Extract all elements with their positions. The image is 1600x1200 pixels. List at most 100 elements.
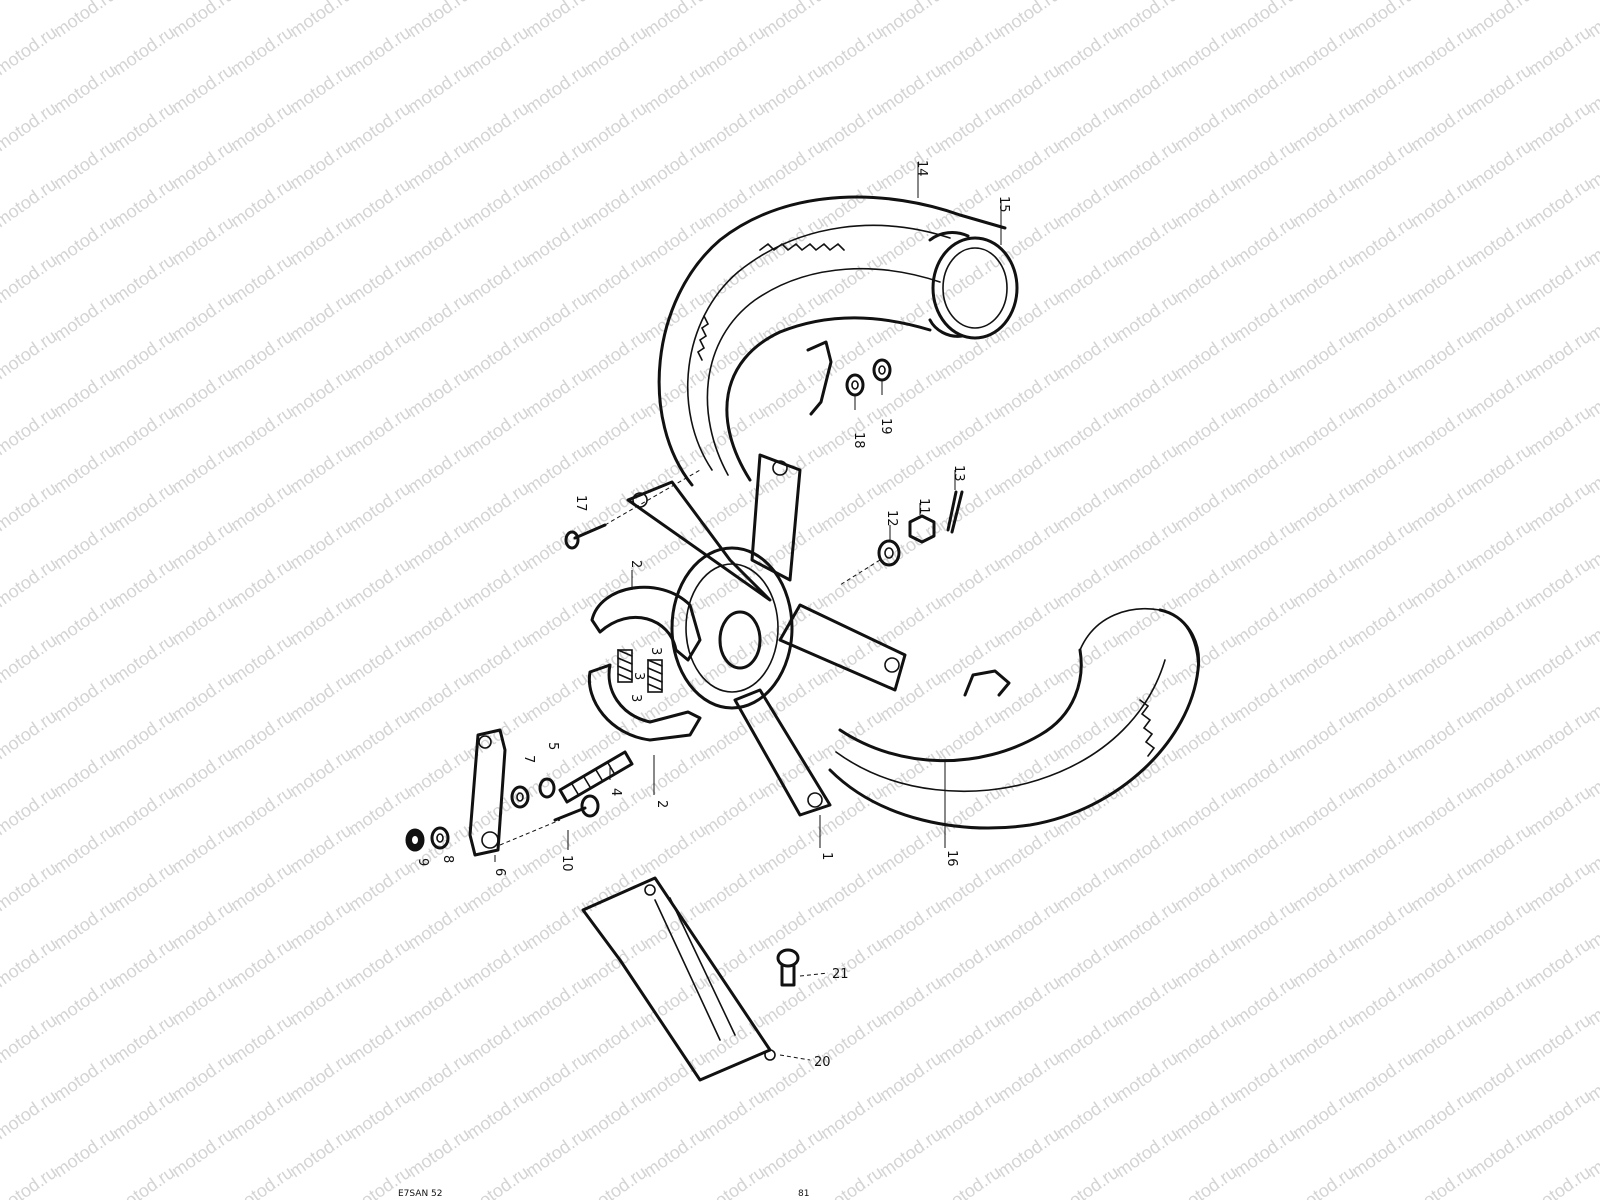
- watermark-text: motod.ru: [1466, 364, 1536, 421]
- watermark-text: motod.ru: [0, 22, 60, 79]
- watermark-text: motod.ru: [1112, 744, 1182, 801]
- watermark-text: motod.ru: [109, 250, 179, 307]
- watermark-text: motod.ru: [1230, 364, 1300, 421]
- watermark-text: motod.ru: [168, 1124, 238, 1181]
- watermark-text: motod.ru: [522, 592, 592, 649]
- nut-part-11: [908, 514, 936, 544]
- watermark-text: motod.ru: [1525, 250, 1595, 307]
- callout-14: 14: [914, 160, 929, 177]
- watermark-text: motod.ru: [345, 174, 415, 231]
- footer-page: 81: [798, 1189, 809, 1199]
- watermark-text: motod.ru: [168, 60, 238, 117]
- watermark-text: motod.ru: [345, 1010, 415, 1067]
- watermark-text: motod.ru: [994, 364, 1064, 421]
- watermark-text: motod.ru: [876, 1048, 946, 1105]
- watermark-text: motod.ru: [286, 972, 356, 1029]
- watermark-text: motod.ru: [640, 744, 710, 801]
- watermark-text: motod.ru: [50, 136, 120, 193]
- watermark-text: motod.ru: [286, 592, 356, 649]
- watermark-text: motod.ru: [286, 820, 356, 877]
- watermark-text: motod.ru: [1289, 554, 1359, 611]
- watermark-text: motod.ru: [227, 1162, 297, 1200]
- watermark-text: motod.ru: [1525, 326, 1595, 383]
- watermark-text: motod.ru: [994, 1124, 1064, 1181]
- watermark-text: motod.ru: [758, 0, 828, 41]
- watermark-text: motod.ru: [817, 554, 887, 611]
- callout-12: 12: [884, 510, 899, 527]
- watermark-text: motod.ru: [1112, 288, 1182, 345]
- watermark-text: motod.ru: [640, 364, 710, 421]
- watermark-text: motod.ru: [227, 554, 297, 611]
- watermark-text: motod.ru: [1466, 60, 1536, 117]
- watermark-text: motod.ru: [522, 440, 592, 497]
- watermark-text: motod.ru: [935, 22, 1005, 79]
- watermark-text: motod.ru: [1171, 22, 1241, 79]
- watermark-text: motod.ru: [227, 1086, 297, 1143]
- watermark-text: motod.ru: [286, 896, 356, 953]
- watermark-text: motod.ru: [168, 592, 238, 649]
- watermark-text: motod.ru: [1112, 440, 1182, 497]
- watermark-text: motod.ru: [109, 22, 179, 79]
- watermark-text: motod.ru: [1289, 934, 1359, 991]
- watermark-text: motod.ru: [522, 972, 592, 1029]
- watermark-text: motod.ru: [994, 668, 1064, 725]
- watermark-text: motod.ru: [581, 934, 651, 991]
- watermark-text: motod.ru: [1053, 174, 1123, 231]
- watermark-text: motod.ru: [1112, 0, 1182, 41]
- watermark-text: motod.ru: [1348, 1048, 1418, 1105]
- watermark-text: motod.ru: [640, 820, 710, 877]
- watermark-text: motod.ru: [286, 136, 356, 193]
- watermark-text: motod.ru: [876, 60, 946, 117]
- watermark-text: motod.ru: [1230, 668, 1300, 725]
- watermark-text: motod.ru: [1053, 402, 1123, 459]
- callout-11: 11: [916, 498, 931, 515]
- watermark-text: motod.ru: [1348, 516, 1418, 573]
- watermark-text: motod.ru: [935, 478, 1005, 535]
- watermark-text: motod.ru: [1289, 478, 1359, 535]
- watermark-text: motod.ru: [522, 1048, 592, 1105]
- watermark-text: motod.ru: [404, 516, 474, 573]
- watermark-text: motod.ru: [1466, 440, 1536, 497]
- bolt-part-10: [553, 794, 600, 822]
- callout-9: 9: [415, 858, 430, 866]
- watermark-text: motod.ru: [404, 0, 474, 41]
- watermark-text: motod.ru: [286, 1124, 356, 1181]
- watermark-text: motod.ru: [1112, 1124, 1182, 1181]
- tire-upper-part-14: [657, 195, 1007, 487]
- watermark-text: motod.ru: [286, 516, 356, 573]
- watermark-text: motod.ru: [1053, 1086, 1123, 1143]
- watermark-text: motod.ru: [817, 22, 887, 79]
- callout-6: 6: [492, 868, 507, 876]
- watermark-text: motod.ru: [876, 820, 946, 877]
- watermark-text: motod.ru: [994, 972, 1064, 1029]
- watermark-text: motod.ru: [404, 972, 474, 1029]
- watermark-text: motod.ru: [1053, 630, 1123, 687]
- watermark-text: motod.ru: [168, 288, 238, 345]
- watermark-text: motod.ru: [1407, 782, 1477, 839]
- watermark-text: motod.ru: [876, 364, 946, 421]
- watermark-text: motod.ru: [1053, 22, 1123, 79]
- watermark-text: motod.ru: [1525, 174, 1595, 231]
- callout-2-upper: 2: [628, 560, 643, 568]
- watermark-text: motod.ru: [1348, 60, 1418, 117]
- callout-3-b: 3: [631, 672, 646, 680]
- watermark-text: motod.ru: [1348, 440, 1418, 497]
- watermark-text: motod.ru: [1171, 630, 1241, 687]
- callout-2-lower: 2: [654, 800, 669, 808]
- watermark-text: motod.ru: [1466, 668, 1536, 725]
- watermark-text: motod.ru: [581, 706, 651, 763]
- watermark-text: motod.ru: [876, 212, 946, 269]
- watermark-text: motod.ru: [994, 1048, 1064, 1105]
- watermark-text: motod.ru: [1348, 1124, 1418, 1181]
- watermark-text: motod.ru: [699, 782, 769, 839]
- watermark-text: motod.ru: [227, 174, 297, 231]
- watermark-text: motod.ru: [1112, 60, 1182, 117]
- watermark-text: motod.ru: [109, 706, 179, 763]
- watermark-text: motod.ru: [876, 136, 946, 193]
- watermark-text: motod.ru: [50, 972, 120, 1029]
- watermark-text: motod.ru: [50, 896, 120, 953]
- watermark-text: motod.ru: [1525, 478, 1595, 535]
- watermark-text: motod.ru: [109, 630, 179, 687]
- watermark-text: motod.ru: [0, 1086, 60, 1143]
- leader-lines: [494, 162, 1002, 1061]
